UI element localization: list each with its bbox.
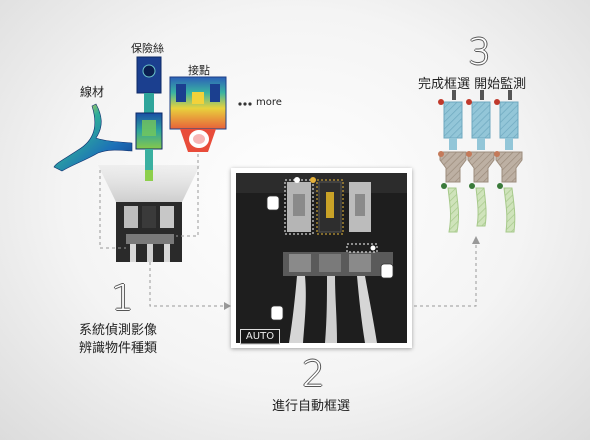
monitor-schematic — [438, 90, 523, 233]
wire-thermal-image — [53, 103, 133, 172]
step-3-number: 3 — [468, 32, 491, 73]
step-1-line-1: 系統偵測影像 — [79, 323, 158, 338]
connector-contact — [176, 154, 199, 237]
contact-thermal-image — [169, 76, 227, 152]
step-1-line-2: 辨識物件種類 — [79, 341, 158, 356]
fuse-thermal-image — [135, 56, 163, 181]
connector-step2-to-3 — [414, 244, 477, 307]
label-contact: 接點 — [188, 64, 210, 77]
label-more: more — [256, 97, 282, 108]
step-2-number: 2 — [302, 354, 325, 395]
connector-wire — [99, 170, 126, 249]
connector-step1-to-2 — [149, 262, 224, 307]
label-wire: 線材 — [80, 85, 105, 99]
panel-photo — [236, 173, 407, 343]
small-panel-photo — [116, 202, 182, 262]
step-1-number: 1 — [111, 278, 134, 319]
step-3-line-1: 完成框選 開始監測 — [418, 77, 527, 92]
panel-photo-frame — [231, 168, 412, 348]
auto-badge: AUTO — [240, 329, 280, 345]
arrow-to-photo — [224, 302, 231, 310]
label-fuse: 保險絲 — [131, 42, 164, 55]
funnel-shape — [98, 165, 200, 202]
step-2-line-1: 進行自動框選 — [272, 399, 351, 414]
arrow-to-monitor — [472, 236, 480, 244]
more-dots-icon — [238, 102, 252, 106]
